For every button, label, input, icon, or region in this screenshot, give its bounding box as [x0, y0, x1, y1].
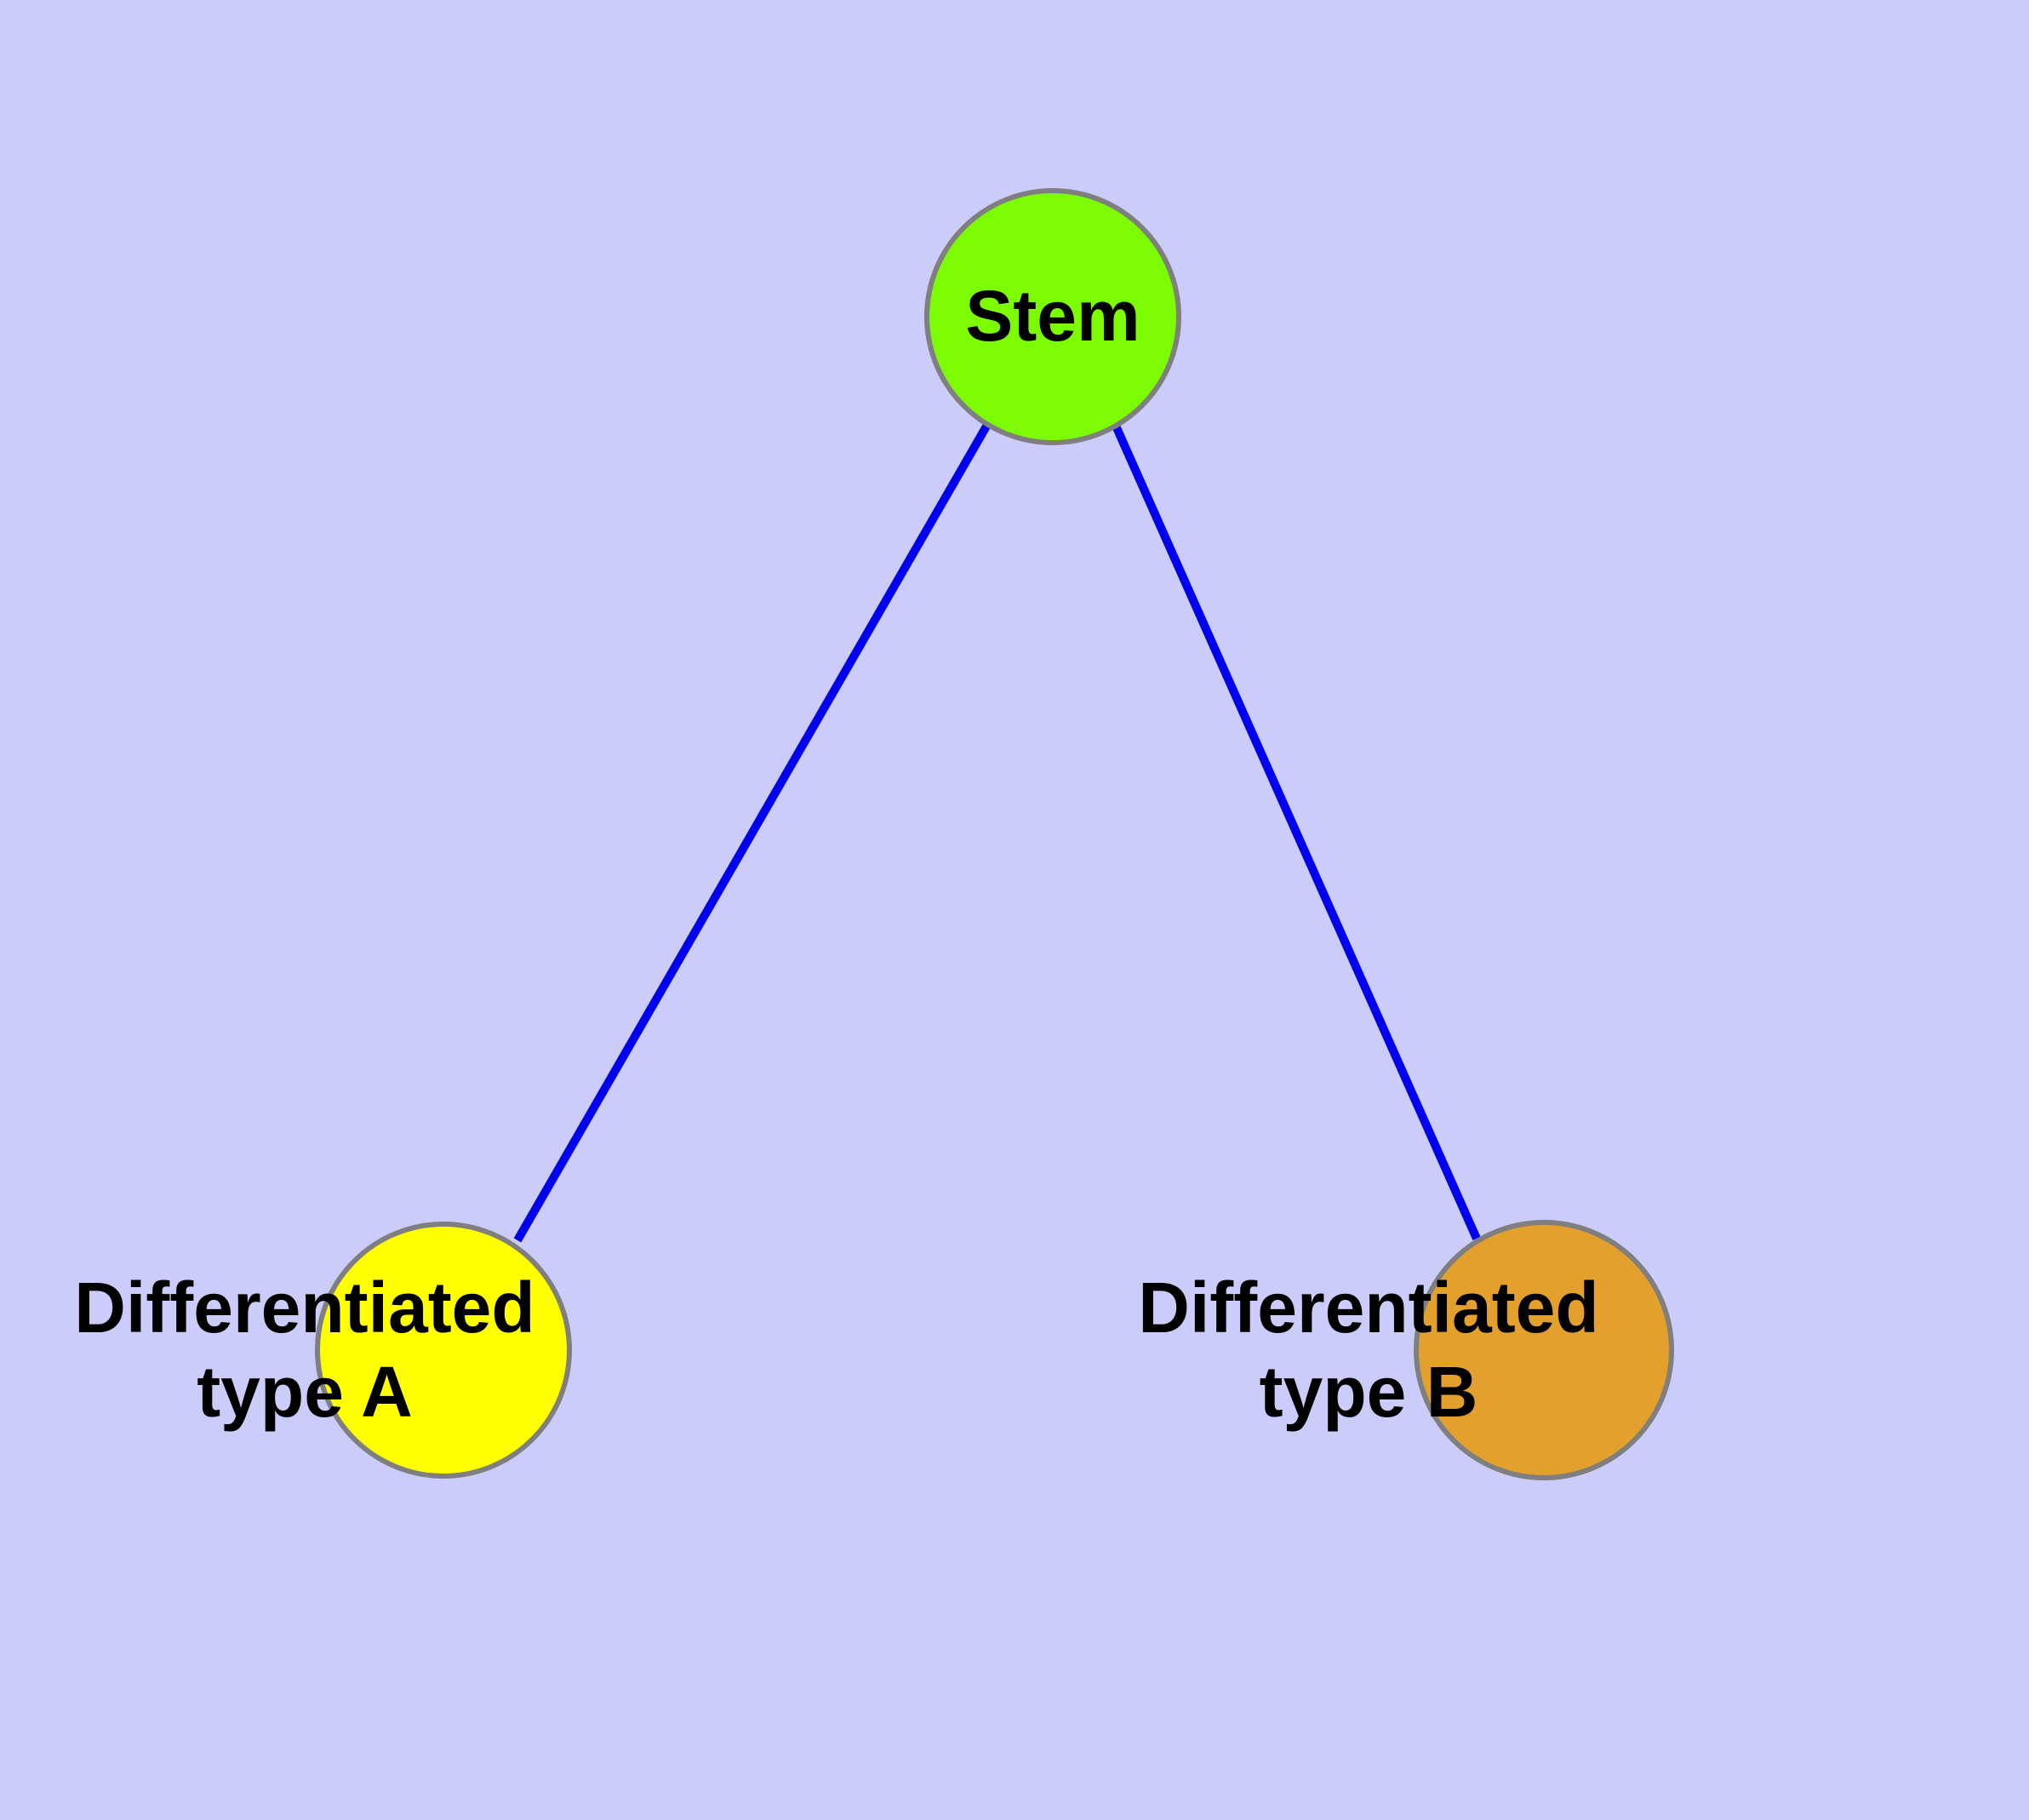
- node-diff-b[interactable]: [1414, 1220, 1674, 1480]
- edge-stem-to-diff-b[interactable]: [1111, 421, 1481, 1241]
- node-diff-a[interactable]: [315, 1222, 572, 1479]
- node-stem[interactable]: [924, 188, 1181, 445]
- edge-layer: [513, 421, 1481, 1243]
- node-layer: [315, 188, 1674, 1480]
- edge-stem-to-diff-a[interactable]: [513, 422, 992, 1243]
